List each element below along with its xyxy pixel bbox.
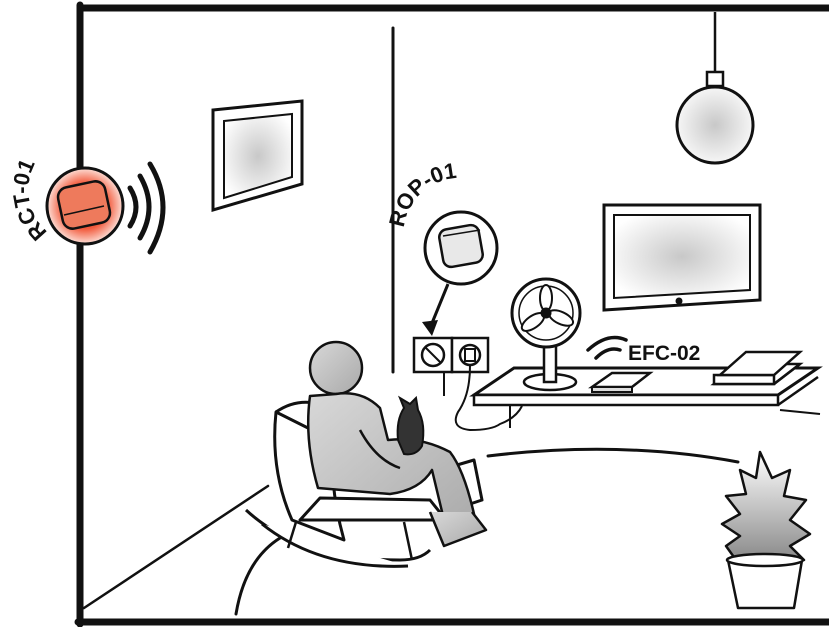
potted-plant [722,452,810,608]
efc-signal-icon [588,338,626,358]
television [604,205,760,310]
efc-label: EFC-02 [628,342,700,365]
rct-device [47,168,123,244]
wall-picture [213,101,302,210]
pendant-lamp [677,12,753,163]
wireless-signal-icon [130,164,163,252]
rct-label: RCT-01 [8,155,51,246]
rop-callout [422,212,497,336]
cat [398,398,424,454]
